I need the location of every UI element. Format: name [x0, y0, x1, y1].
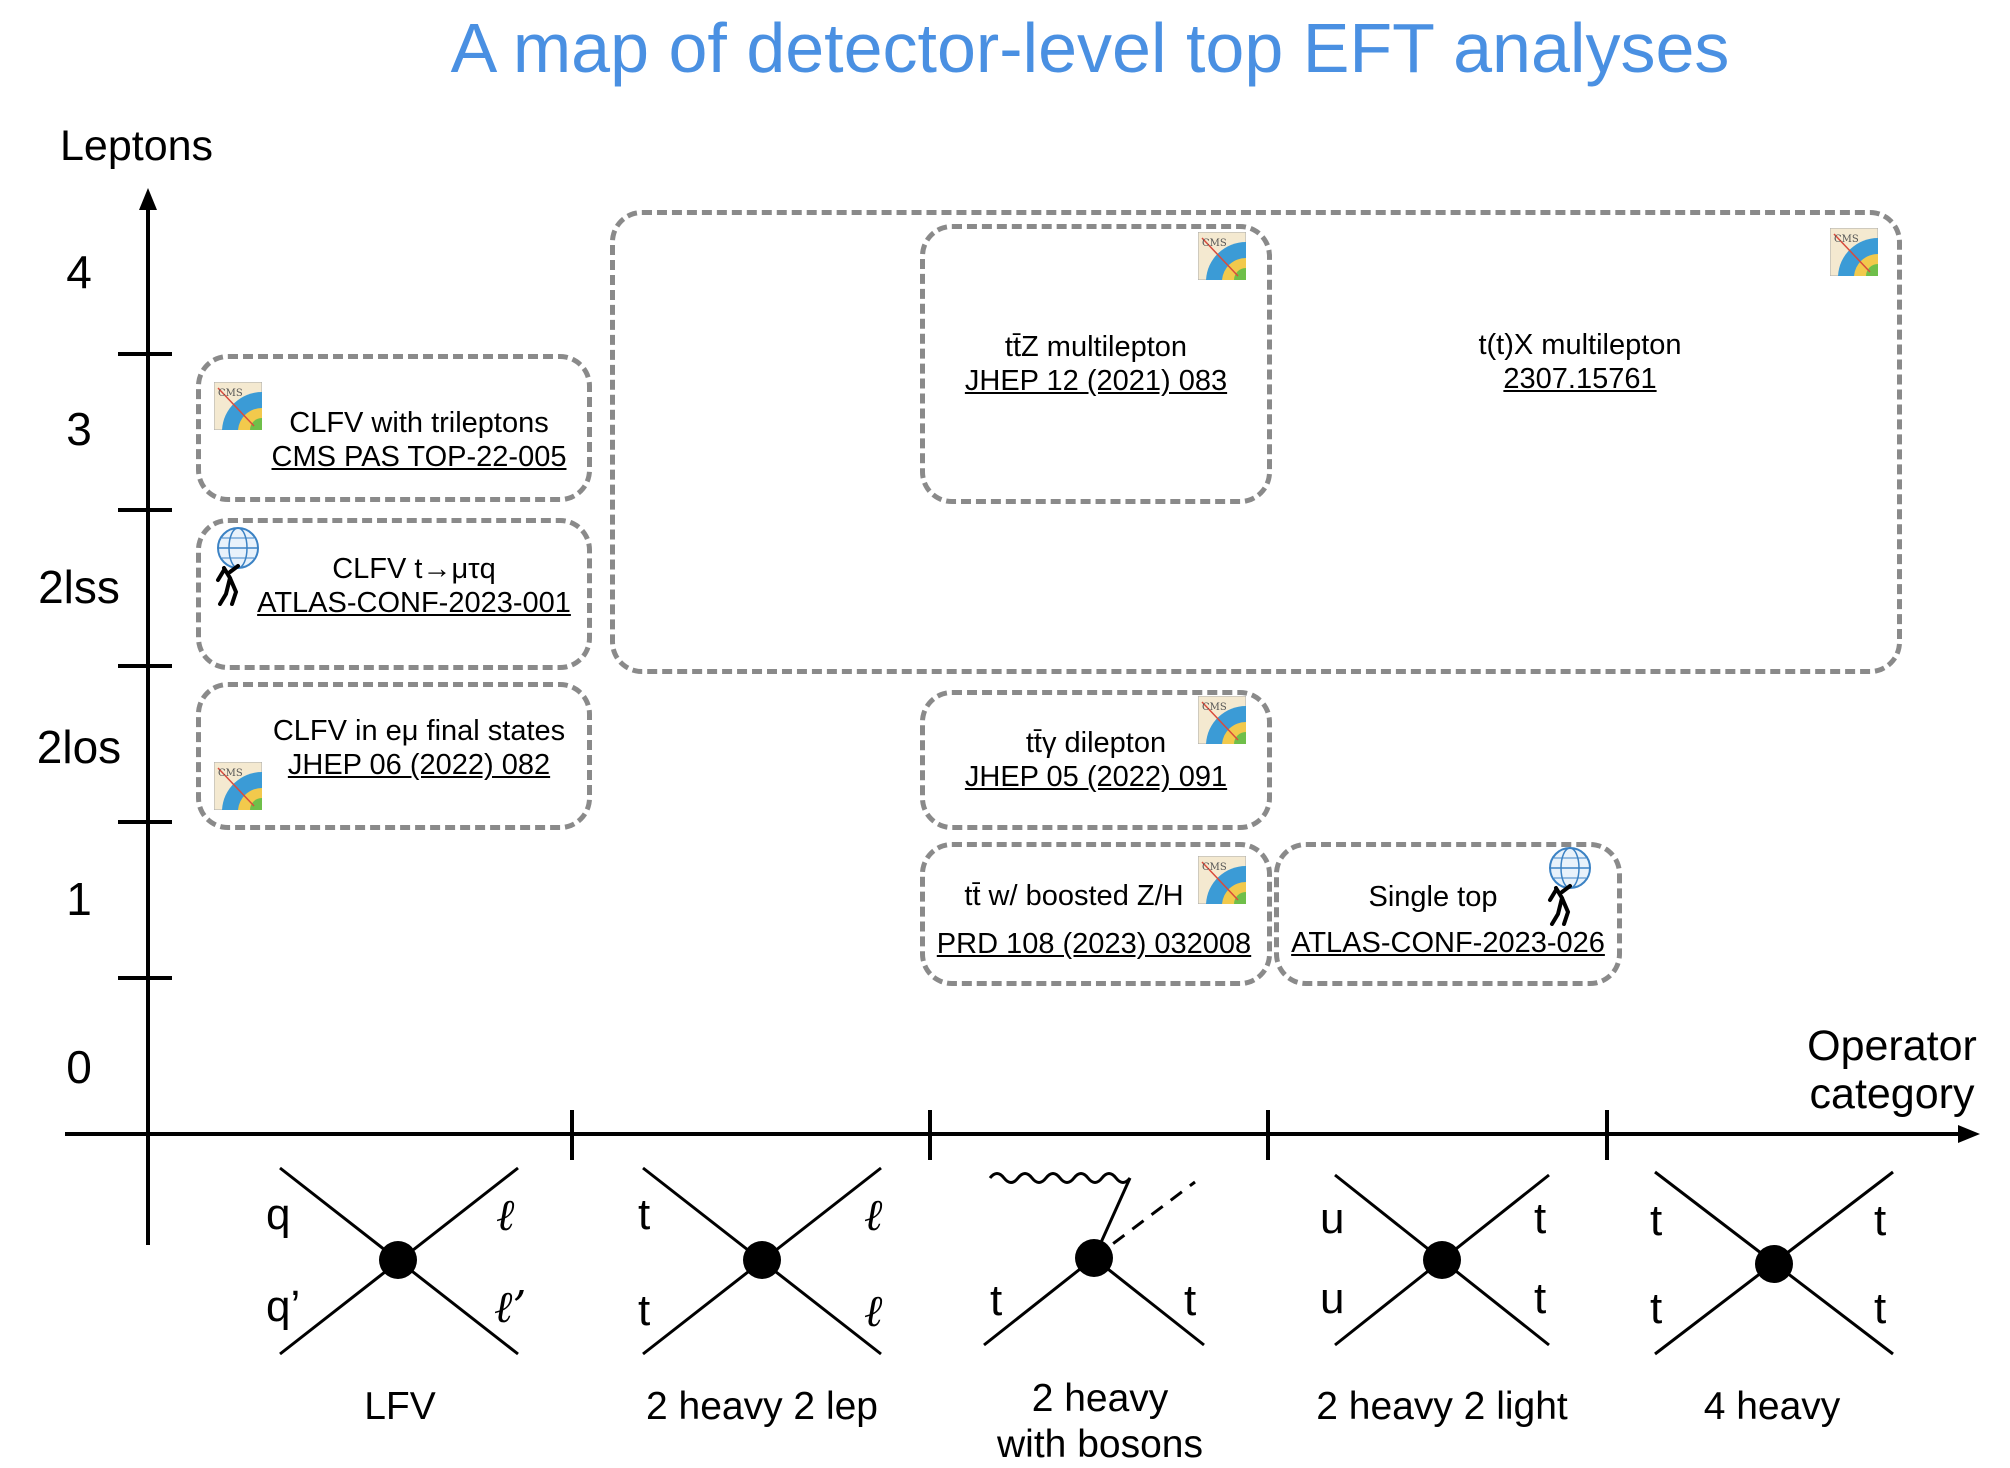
analysis-name: tt̄γ dilepton	[1025, 727, 1167, 759]
category-2heavy-bosons: 2 heavy with bosons	[950, 1376, 1250, 1468]
category-label: 2 heavy 2 lep	[645, 1385, 878, 1428]
category-2heavy-2light: 2 heavy 2 light	[1292, 1384, 1592, 1430]
vertex-label: q	[266, 1190, 291, 1239]
vertex-label: q’	[266, 1282, 301, 1331]
vertex-label: ℓ’	[494, 1282, 527, 1333]
category-label: with bosons	[997, 1423, 1203, 1466]
x-axis-label-line2: category	[1809, 1070, 1975, 1118]
svg-text:CMS: CMS	[218, 388, 243, 399]
vertex-label: ℓ	[864, 1286, 883, 1337]
x-axis-label-line1: Operator	[1807, 1022, 1977, 1070]
analysis-ttx-multilepton: t(t)X multilepton 2307.15761	[1420, 328, 1740, 396]
feynman-vertex-2heavy-bosons	[983, 1172, 1205, 1347]
atlas-logo-icon	[216, 527, 259, 606]
analysis-region-ttgamma	[920, 690, 1272, 830]
vertex-label: t	[1534, 1274, 1547, 1323]
analysis-ref-link[interactable]: ATLAS-CONF-2023-001	[257, 587, 571, 619]
vertex-label: ℓ	[496, 1190, 515, 1241]
vertex-label: t	[1874, 1196, 1887, 1245]
vertex-label: t	[1184, 1276, 1197, 1325]
y-tick-label: 2los	[36, 721, 122, 773]
category-label: 4 heavy	[1703, 1385, 1841, 1428]
vertex-label: t	[1650, 1284, 1663, 1333]
analysis-single-top: Single top ATLAS-CONF-2023-026	[1278, 874, 1618, 966]
vertex-label: t	[1874, 1284, 1887, 1333]
y-tick-label: 2lss	[38, 561, 120, 613]
analysis-ref-link[interactable]: 2307.15761	[1503, 363, 1657, 395]
analysis-clfv-mutauq: CLFV t→μτq ATLAS-CONF-2023-001	[244, 552, 584, 620]
svg-text:CMS: CMS	[1834, 234, 1859, 245]
category-label: LFV	[364, 1385, 436, 1428]
y-axis-ticks	[118, 352, 172, 980]
y-tick-label: 1	[66, 873, 92, 925]
scalar-line	[1093, 1180, 1196, 1260]
cms-logo-icon: CMS	[1198, 696, 1246, 744]
analysis-tt-boosted-zh: tt̄ w/ boosted Z/H PRD 108 (2023) 032008	[924, 872, 1264, 968]
x-axis-arrowhead	[1958, 1125, 1980, 1143]
analysis-region-ttz-multilepton	[920, 224, 1272, 504]
analysis-name: CLFV in eμ final states	[272, 715, 566, 747]
svg-text:CMS: CMS	[1202, 238, 1227, 249]
category-4heavy: 4 heavy	[1622, 1384, 1922, 1430]
category-2heavy-2lep: 2 heavy 2 lep	[612, 1384, 912, 1430]
cms-logo-icon: CMS	[214, 382, 262, 430]
analysis-ref-link[interactable]: PRD 108 (2023) 032008	[936, 928, 1252, 960]
cms-logo-icon: CMS	[1830, 228, 1878, 276]
category-lfv: LFV	[250, 1384, 550, 1430]
cms-logo-icon: CMS	[214, 762, 262, 810]
cms-logo-icon: CMS	[1198, 232, 1246, 280]
feynman-vertex-2heavy-2light	[1334, 1173, 1550, 1347]
y-axis-arrowhead	[139, 188, 157, 210]
analysis-ttz-multilepton: tt̄Z multilepton JHEP 12 (2021) 083	[940, 330, 1252, 398]
vertex-label: u	[1320, 1194, 1345, 1243]
analysis-name: t(t)X multilepton	[1478, 329, 1682, 361]
cms-logo-icon: CMS	[1198, 856, 1246, 904]
vertex-label: t	[1650, 1196, 1663, 1245]
analysis-region-single-top	[1274, 842, 1622, 986]
analysis-ref-link[interactable]: JHEP 12 (2021) 083	[964, 365, 1228, 397]
y-tick-label: 0	[66, 1041, 92, 1093]
feynman-vertex-4heavy	[1654, 1170, 1894, 1356]
analysis-region-clfv-emu	[196, 682, 592, 830]
analysis-name: tt̄Z multilepton	[1004, 331, 1188, 363]
analysis-name: CLFV with trileptons	[289, 407, 549, 439]
analysis-ref-link[interactable]: JHEP 06 (2022) 082	[287, 749, 551, 781]
analysis-region-tt-boosted	[920, 842, 1272, 986]
vertex-label: t	[638, 1190, 651, 1239]
category-label: 2 heavy	[1031, 1377, 1169, 1420]
x-axis-ticks	[570, 1110, 1609, 1160]
vertex-label: t	[1534, 1194, 1547, 1243]
analysis-ref-link[interactable]: JHEP 05 (2022) 091	[964, 761, 1228, 793]
analysis-clfv-emu: CLFV in eμ final states JHEP 06 (2022) 0…	[254, 714, 584, 782]
analysis-ref-link[interactable]: CMS PAS TOP-22-005	[271, 441, 567, 473]
analysis-name: Single top	[1368, 881, 1498, 913]
analysis-ref-link[interactable]: ATLAS-CONF-2023-026	[1291, 927, 1605, 959]
feynman-vertex-lfv	[279, 1166, 519, 1356]
y-tick-label: 3	[66, 403, 92, 455]
vertex-label: ℓ	[864, 1190, 883, 1241]
analysis-ttgamma-dilepton: tt̄γ dilepton JHEP 05 (2022) 091	[940, 726, 1252, 794]
atlas-logo-icon	[1548, 847, 1591, 926]
analysis-clfv-trileptons: CLFV with trileptons CMS PAS TOP-22-005	[254, 406, 584, 474]
page-title: A map of detector-level top EFT analyses	[450, 9, 1730, 87]
vertex-label: t	[990, 1276, 1003, 1325]
svg-text:CMS: CMS	[1202, 702, 1227, 713]
y-axis-label: Leptons	[60, 122, 214, 170]
vertex-label: t	[638, 1286, 651, 1335]
photon-line	[988, 1172, 1132, 1184]
y-tick-label: 4	[66, 246, 92, 298]
vertex-label: u	[1320, 1274, 1345, 1323]
analysis-region-clfv-mutauq	[196, 518, 592, 670]
x-axis-label: Operator category	[1802, 1022, 1982, 1118]
svg-text:CMS: CMS	[218, 768, 243, 779]
feynman-vertex-2heavy-2lep	[642, 1166, 882, 1356]
analysis-name: tt̄ w/ boosted Z/H	[964, 880, 1184, 912]
svg-text:CMS: CMS	[1202, 862, 1227, 873]
analysis-region-clfv-trileptons	[196, 354, 592, 502]
analysis-name: CLFV t→μτq	[332, 553, 496, 585]
analysis-region-ttx-multilepton	[610, 210, 1902, 674]
category-label: 2 heavy 2 light	[1316, 1385, 1568, 1428]
